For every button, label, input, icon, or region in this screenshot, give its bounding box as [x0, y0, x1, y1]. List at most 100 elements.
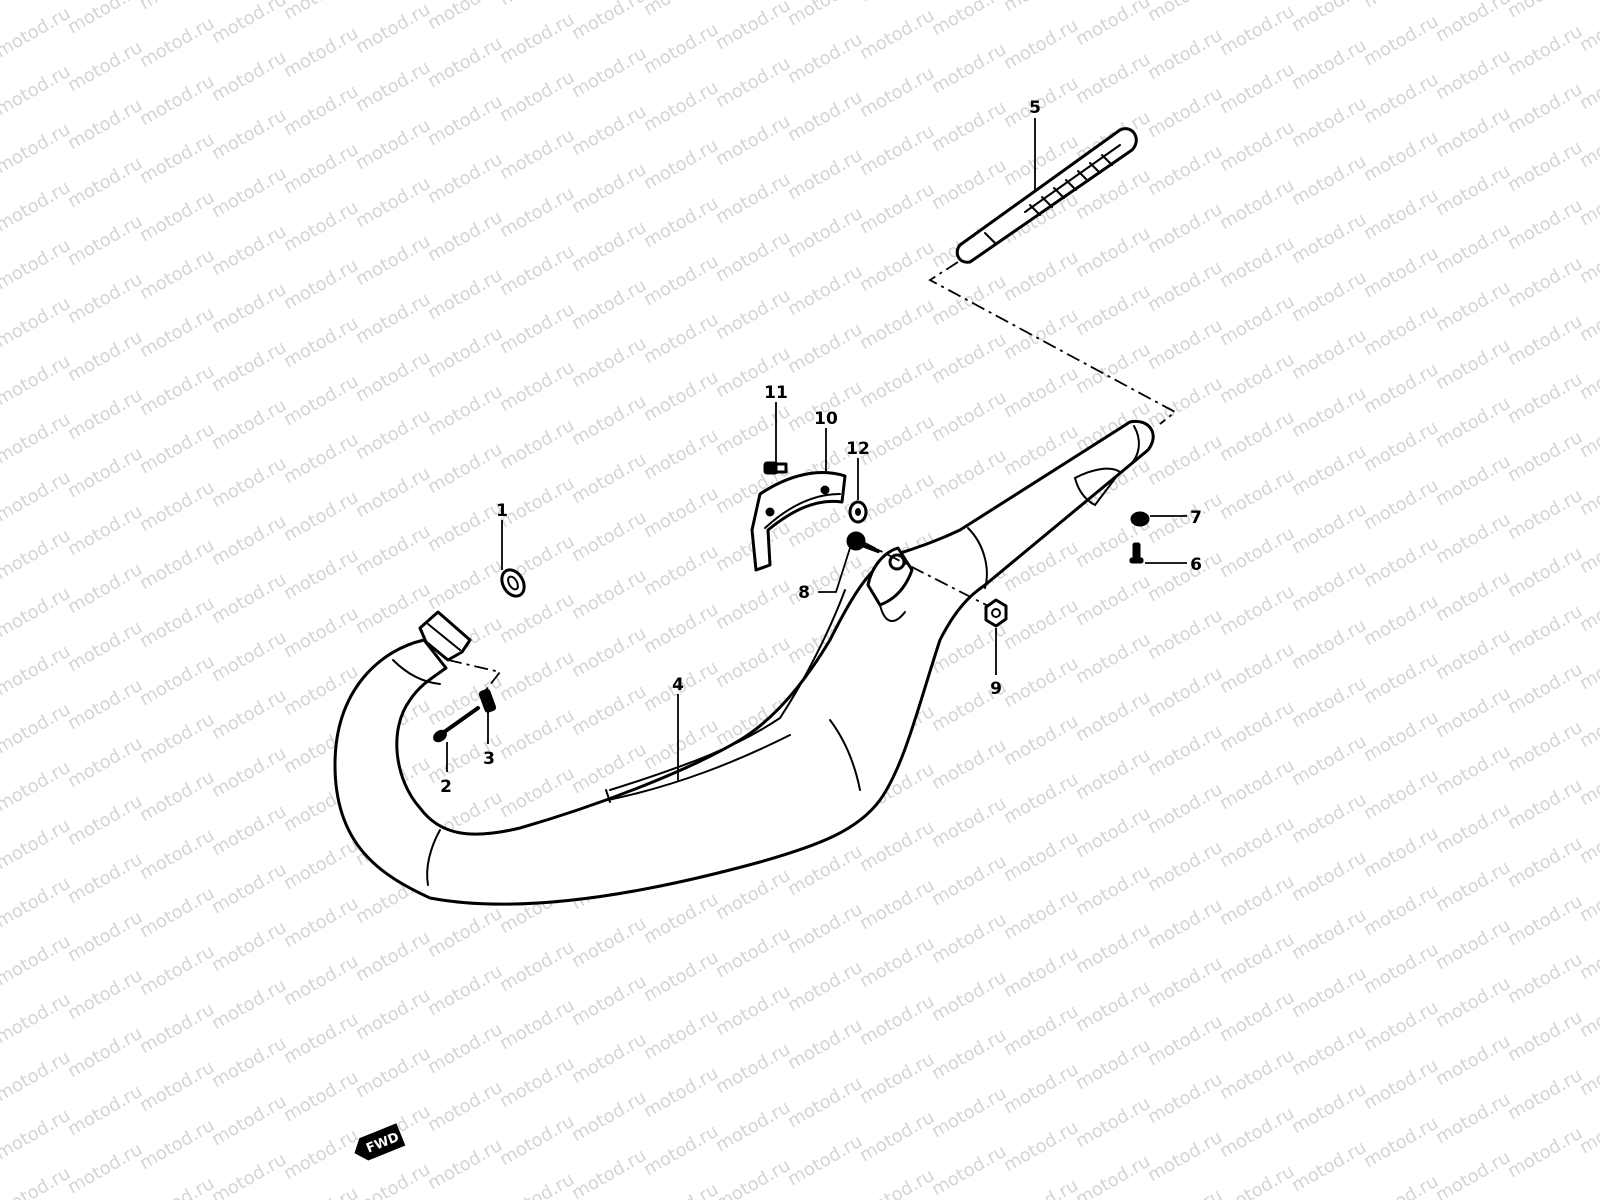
watermark-text: motod.ru [1360, 823, 1442, 882]
assembly-line-baffle [928, 261, 1177, 425]
watermark-text: motod.ru [1216, 639, 1298, 698]
watermark-text: motod.ru [1144, 25, 1226, 84]
watermark-text: motod.ru [64, 211, 146, 270]
watermark-text: motod.ru [280, 1125, 362, 1184]
watermark-text: motod.ru [1216, 1103, 1298, 1162]
watermark-text: motod.ru [1288, 499, 1370, 558]
watermark-text: motod.ru [1576, 229, 1600, 288]
watermark-text: motod.ru [64, 559, 146, 618]
watermark-text: motod.ru [1576, 925, 1600, 984]
watermark-text: motod.ru [1144, 953, 1226, 1012]
watermark-text: motod.ru [1360, 881, 1442, 940]
watermark-text: motod.ru [136, 1173, 218, 1200]
watermark-text: motod.ru [496, 415, 578, 474]
watermark-text: motod.ru [0, 351, 74, 410]
watermark-text: motod.ru [1144, 721, 1226, 780]
watermark-text: motod.ru [1000, 15, 1082, 74]
watermark-text: motod.ru [1576, 1041, 1600, 1100]
callout-5: 5 [1029, 98, 1041, 118]
watermark-text: motod.ru [1288, 383, 1370, 442]
watermark-text: motod.ru [856, 1165, 938, 1200]
watermark-text: motod.ru [208, 0, 290, 48]
watermark-text: motod.ru [1360, 997, 1442, 1056]
watermark-text: motod.ru [64, 733, 146, 792]
watermark-text: motod.ru [1000, 885, 1082, 944]
watermark-text: motod.ru [136, 709, 218, 768]
watermark-text: motod.ru [0, 525, 74, 584]
watermark-text: motod.ru [568, 391, 650, 450]
callout-labels: 1 2 3 4 5 6 7 8 9 10 11 12 [440, 98, 1202, 797]
watermark-text: motod.ru [64, 849, 146, 908]
watermark-text: motod.ru [0, 1047, 74, 1106]
watermark-text: motod.ru [1432, 335, 1514, 394]
watermark-text: motod.ru [1000, 1059, 1082, 1118]
watermark-text: motod.ru [856, 237, 938, 296]
watermark-text: motod.ru [1072, 281, 1154, 340]
watermark-text: motod.ru [352, 173, 434, 232]
watermark-text: motod.ru [280, 487, 362, 546]
watermark-text: motod.ru [640, 251, 722, 310]
watermark-text: motod.ru [208, 395, 290, 454]
watermark-text: motod.ru [64, 1081, 146, 1140]
callout-9: 9 [990, 679, 1002, 699]
watermark-text: motod.ru [136, 361, 218, 420]
watermark-text: motod.ru [1504, 137, 1586, 196]
watermark-text: motod.ru [712, 169, 794, 228]
watermark-text: motod.ru [856, 991, 938, 1050]
watermark-text: motod.ru [928, 1141, 1010, 1200]
watermark-text: motod.ru [208, 279, 290, 338]
watermark-text: motod.ru [1144, 779, 1226, 838]
watermark-text: motod.ru [352, 927, 434, 986]
watermark-text: motod.ru [136, 1115, 218, 1174]
watermark-text: motod.ru [640, 483, 722, 542]
watermark-text: motod.ru [280, 0, 362, 24]
watermark-text: motod.ru [1504, 311, 1586, 370]
watermark-text: motod.ru [1432, 625, 1514, 684]
watermark-text: motod.ru [568, 681, 650, 740]
watermark-text: motod.ru [1288, 673, 1370, 732]
watermark-text: motod.ru [1432, 277, 1514, 336]
watermark-text: motod.ru [280, 1183, 362, 1200]
callout-11: 11 [764, 383, 788, 403]
watermark-text: motod.ru [0, 757, 74, 816]
watermark-text: motod.ru [1360, 417, 1442, 476]
watermark-text: motod.ru [1432, 1031, 1514, 1090]
watermark-text: motod.ru [712, 285, 794, 344]
watermark-text: motod.ru [1504, 1123, 1586, 1182]
watermark-text: motod.ru [568, 159, 650, 218]
callout-4: 4 [672, 675, 684, 695]
callout-6: 6 [1190, 555, 1202, 575]
watermark-text: motod.ru [1144, 1069, 1226, 1128]
watermark-text: motod.ru [1576, 693, 1600, 752]
watermark-text: motod.ru [64, 791, 146, 850]
watermark-text: motod.ru [1072, 629, 1154, 688]
watermark-text: motod.ru [1000, 1117, 1082, 1176]
watermark-text: motod.ru [424, 961, 506, 1020]
watermark-text: motod.ru [136, 883, 218, 942]
watermark-text: motod.ru [640, 889, 722, 948]
watermark-text: motod.ru [1432, 103, 1514, 162]
watermark-text: motod.ru [1360, 533, 1442, 592]
washer-part [848, 500, 868, 524]
watermark-text: motod.ru [1432, 161, 1514, 220]
watermark-text: motod.ru [640, 0, 722, 20]
watermark-text: motod.ru [496, 357, 578, 416]
watermark-text: motod.ru [0, 1163, 74, 1200]
watermark-text: motod.ru [1360, 707, 1442, 766]
watermark-text: motod.ru [0, 583, 74, 642]
watermark-text: motod.ru [0, 873, 74, 932]
watermark-text: motod.ru [1216, 523, 1298, 582]
watermark-text: motod.ru [1216, 871, 1298, 930]
watermark-text: motod.ru [1288, 1021, 1370, 1080]
watermark-text: motod.ru [784, 1015, 866, 1074]
watermark-text: motod.ru [1432, 799, 1514, 858]
watermark-text: motod.ru [424, 149, 506, 208]
watermark-text: motod.ru [1216, 929, 1298, 988]
watermark-text: motod.ru [424, 0, 506, 34]
watermark-text: motod.ru [1144, 1011, 1226, 1070]
watermark-text: motod.ru [1072, 0, 1154, 50]
watermark-text: motod.ru [1360, 69, 1442, 128]
watermark-text: motod.ru [1288, 0, 1370, 36]
watermark-text: motod.ru [136, 129, 218, 188]
